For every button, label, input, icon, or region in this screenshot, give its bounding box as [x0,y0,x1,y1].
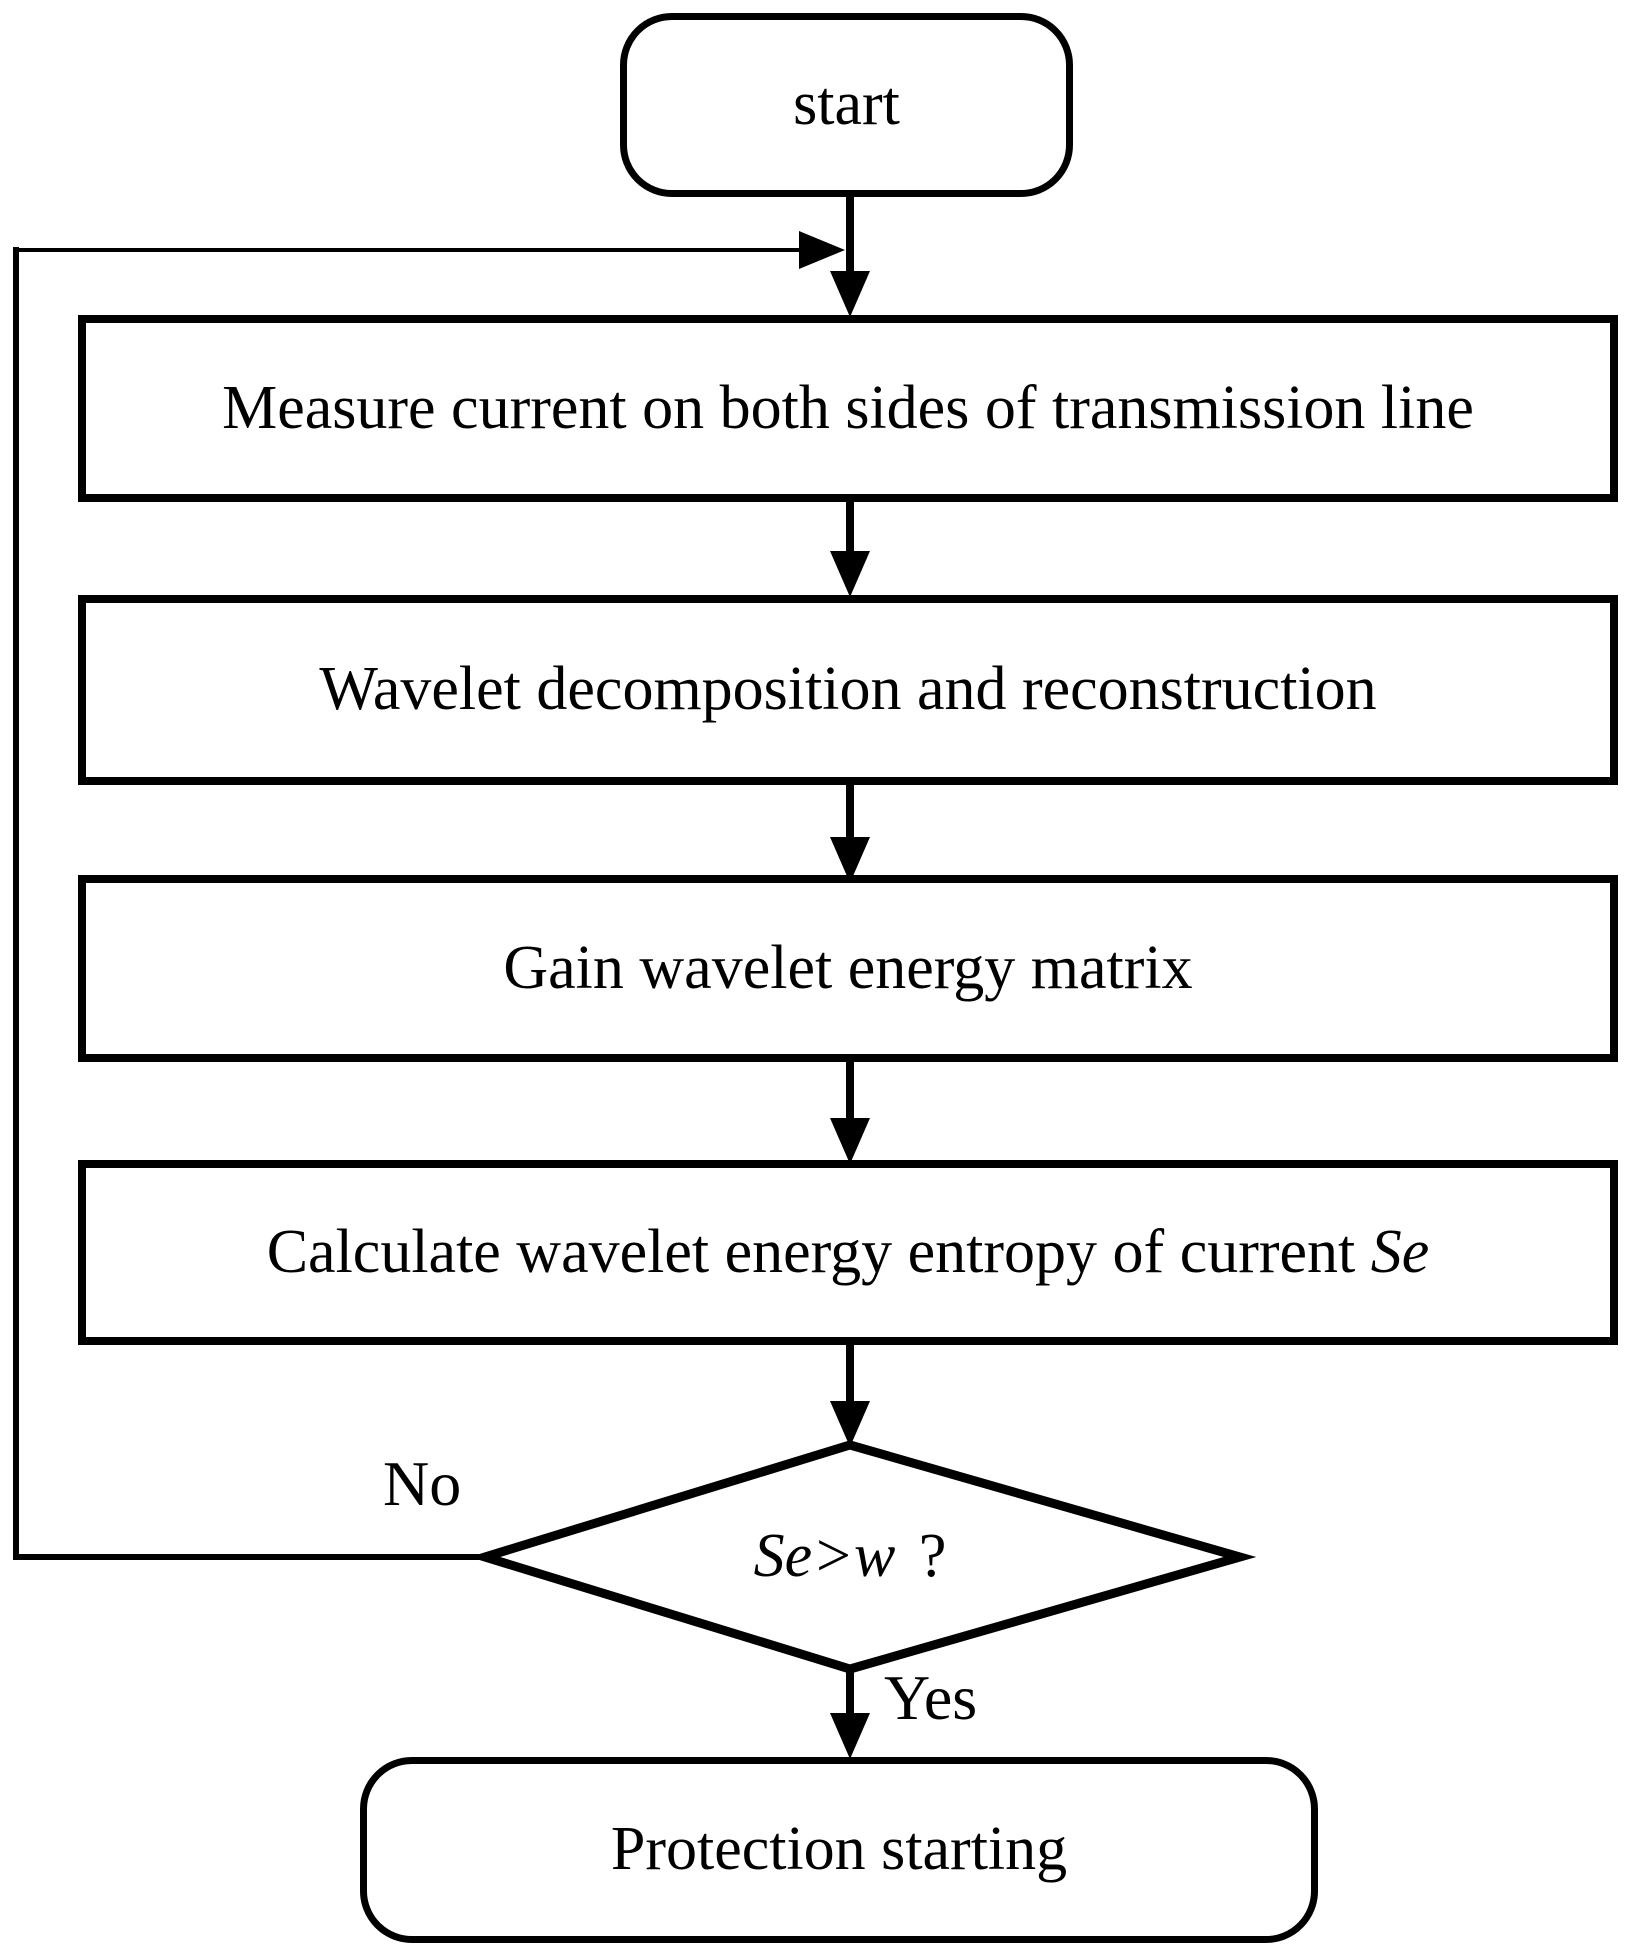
process-calculate-entropy-label: Calculate wavelet energy entropy of curr… [266,1217,1430,1286]
start-terminal: start [620,13,1073,197]
arrow-entropy-to-decision [830,1345,870,1447]
process-wavelet-decomposition-label: Wavelet decomposition and reconstruction [319,655,1377,724]
process-gain-energy-matrix-label: Gain wavelet energy matrix [503,933,1193,1002]
start-terminal-label: start [793,70,900,139]
arrow-matrix-to-entropy-arrowhead [830,1118,870,1164]
decision-se-gt-w: Se>w? [485,1497,1215,1617]
decision-question-mark: ? [918,1522,947,1591]
process-measure-current-label: Measure current on both sides of transmi… [222,373,1474,442]
terminal-protection-starting: Protection starting [360,1757,1318,1943]
arrow-entropy-to-decision-arrowhead [830,1401,870,1447]
no-branch-label: No [383,1448,462,1519]
arrow-decision-to-protection-arrowhead [830,1713,870,1759]
arrow-decision-to-protection [830,1669,870,1759]
arrow-wavelet-to-matrix-arrowhead [830,837,870,883]
process-calculate-entropy-variable: Se [1370,1217,1430,1286]
decision-expression: Se>w [753,1522,896,1591]
arrow-measure-to-wavelet-arrowhead [830,551,870,597]
no-return-arrowhead [799,231,845,269]
arrow-start-to-measure-arrowhead [830,271,870,317]
no-return-path [13,231,845,1560]
process-calculate-entropy-text: Calculate wavelet energy entropy of curr… [266,1217,1371,1286]
terminal-protection-starting-label: Protection starting [610,1815,1068,1884]
process-gain-energy-matrix: Gain wavelet energy matrix [78,875,1618,1062]
arrow-matrix-to-entropy [830,1062,870,1164]
yes-branch-label: Yes [884,1662,978,1733]
arrow-wavelet-to-matrix [830,785,870,883]
arrow-measure-to-wavelet [830,502,870,597]
process-measure-current: Measure current on both sides of transmi… [78,315,1618,502]
process-wavelet-decomposition: Wavelet decomposition and reconstruction [78,595,1618,785]
arrow-start-to-measure [830,197,870,317]
process-calculate-entropy: Calculate wavelet energy entropy of curr… [78,1160,1618,1345]
